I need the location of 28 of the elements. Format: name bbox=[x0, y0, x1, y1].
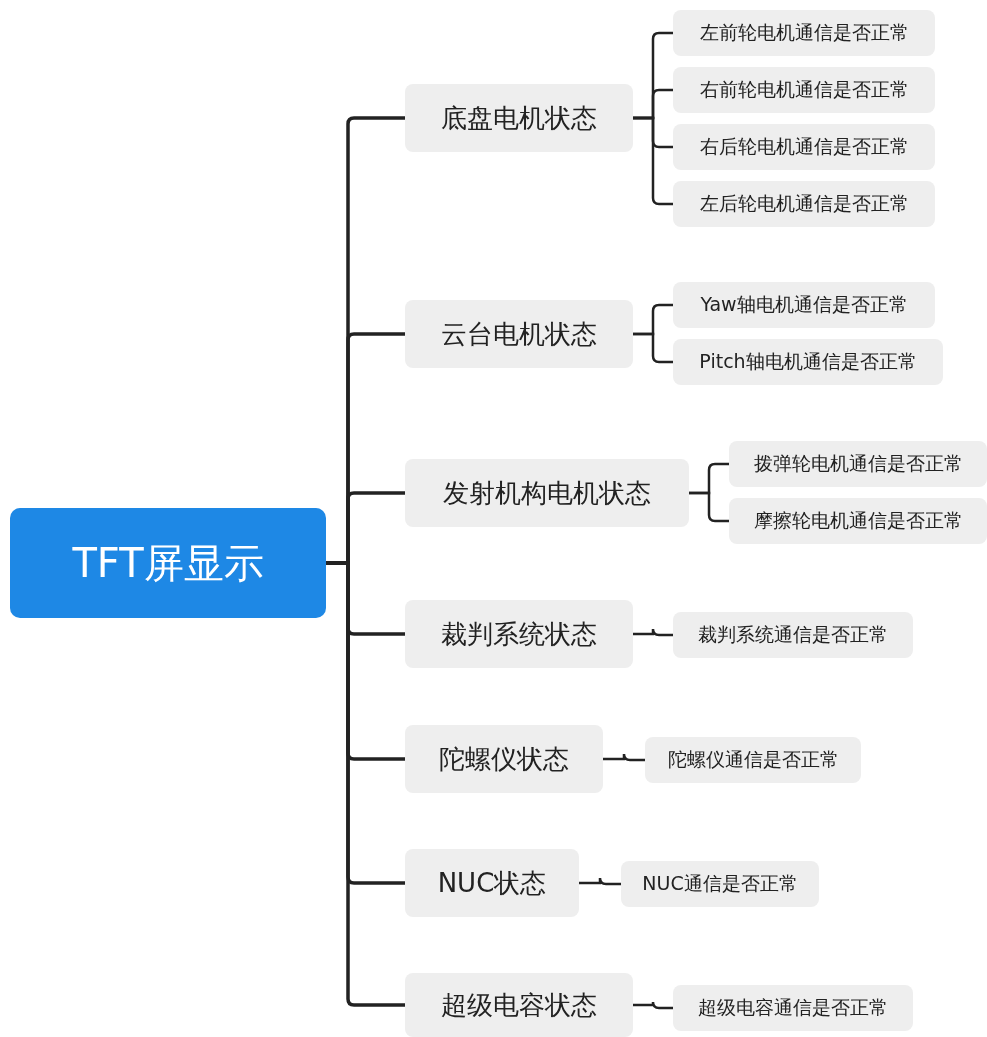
leaf-box: 左前轮电机通信是否正常 bbox=[673, 10, 935, 56]
branch-box: 云台电机状态 bbox=[405, 300, 633, 368]
leaf-box: 摩擦轮电机通信是否正常 bbox=[729, 498, 987, 544]
leaf-box: 拨弹轮电机通信是否正常 bbox=[729, 441, 987, 487]
branch-box: 发射机构电机状态 bbox=[405, 459, 689, 527]
leaf-box: 右前轮电机通信是否正常 bbox=[673, 67, 935, 113]
leaf-box: NUC通信是否正常 bbox=[621, 861, 819, 907]
connector-line bbox=[633, 627, 673, 637]
connector-line bbox=[633, 1000, 673, 1010]
branch-box: 底盘电机状态 bbox=[405, 84, 633, 152]
connector-line bbox=[579, 876, 621, 886]
leaf-box: 超级电容通信是否正常 bbox=[673, 985, 913, 1031]
topic-box: TFT屏显示 bbox=[10, 508, 326, 618]
branch-box: NUC状态 bbox=[405, 849, 579, 917]
connector-line bbox=[633, 116, 673, 206]
leaf-box: Pitch轴电机通信是否正常 bbox=[673, 339, 943, 385]
leaf-box: Yaw轴电机通信是否正常 bbox=[673, 282, 935, 328]
connector-line bbox=[633, 332, 673, 364]
leaf-box: 左后轮电机通信是否正常 bbox=[673, 181, 935, 227]
branch-box: 陀螺仪状态 bbox=[405, 725, 603, 793]
leaf-box: 陀螺仪通信是否正常 bbox=[645, 737, 861, 783]
leaf-box: 右后轮电机通信是否正常 bbox=[673, 124, 935, 170]
connector-line bbox=[689, 491, 729, 523]
leaf-box: 裁判系统通信是否正常 bbox=[673, 612, 913, 658]
branch-box: 超级电容状态 bbox=[405, 973, 633, 1037]
connector-line bbox=[603, 752, 645, 762]
connector-line bbox=[326, 561, 405, 1007]
branch-box: 裁判系统状态 bbox=[405, 600, 633, 668]
